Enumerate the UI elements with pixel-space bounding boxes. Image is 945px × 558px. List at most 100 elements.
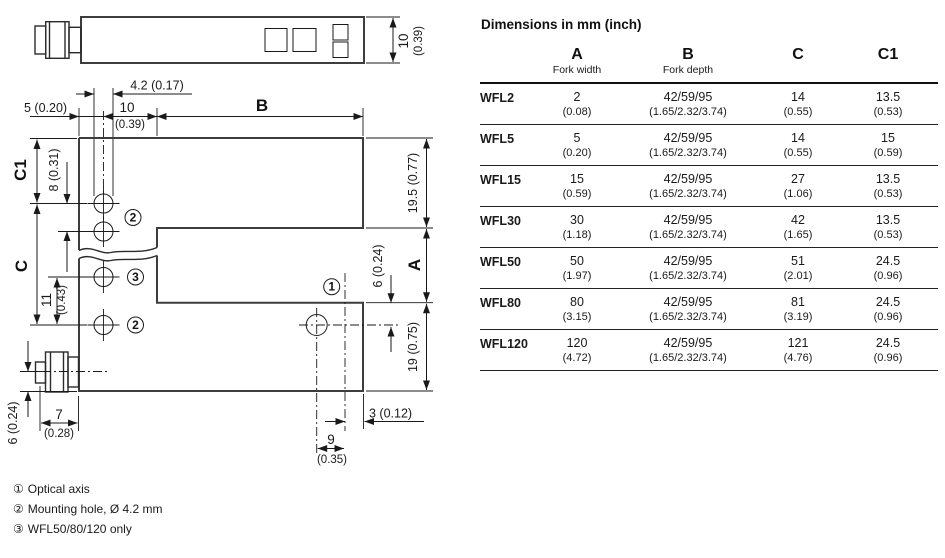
table-row: WFL50 50(1.97) 42/59/95(1.65/2.32/3.74) …	[480, 247, 938, 289]
cell-mm: 14	[791, 131, 805, 145]
dim-connector-len-in: (0.28)	[44, 428, 74, 440]
table-title: Dimensions in mm (inch)	[481, 17, 642, 32]
cell-inch: (1.97)	[562, 270, 592, 282]
dimensions-table: A Fork width B Fork depth C C1 WF	[480, 46, 938, 371]
dim-edge-offset: 5 (0.20)	[24, 101, 67, 115]
cell-mm: 50	[570, 254, 584, 268]
cell-inch: (0.55)	[783, 106, 813, 118]
cell-mm: 14	[791, 90, 805, 104]
cell-mm: 120	[566, 336, 588, 350]
cell-mm: 13.5	[875, 90, 901, 104]
row-model: WFL15	[480, 165, 536, 207]
axis-lines	[25, 273, 398, 455]
cell-a: 50 (1.97)	[536, 247, 618, 289]
cell-mm: 51	[791, 254, 805, 268]
cell-b: 42/59/95(1.65/2.32/3.74)	[618, 165, 758, 207]
cell-c1: 24.5(0.96)	[838, 329, 938, 371]
cell-c: 27(1.06)	[758, 165, 838, 207]
row-model: WFL80	[480, 288, 536, 330]
cell-inch: (0.53)	[873, 229, 903, 241]
dim-connector-len-mm: 7	[55, 407, 63, 422]
cell-a: 2 (0.08)	[536, 83, 618, 125]
table-row: WFL30 30(1.18) 42/59/95(1.65/2.32/3.74) …	[480, 206, 938, 248]
upper-dimensions: 4.2 (0.17) 5 (0.20) 10 (0.39) B	[24, 79, 364, 196]
dim-housing-height-mm: 10	[396, 33, 411, 48]
cell-c: 81(3.19)	[758, 288, 838, 330]
connector-side	[34, 21, 82, 59]
cell-c1: 15(0.59)	[838, 124, 938, 166]
cell-b: 42/59/95(1.65/2.32/3.74)	[618, 83, 758, 125]
cell-inch: (1.65/2.32/3.74)	[649, 147, 727, 159]
callout-2-upper: 2	[130, 211, 137, 225]
cell-inch: (0.20)	[562, 147, 592, 159]
cell-inch: (1.65/2.32/3.74)	[649, 106, 727, 118]
dimension-drawing: 10 (0.39) 4.2 (0.17) 5 (0.20) 10 (0.39) …	[6, 16, 433, 466]
table-row: WFL80 80(3.15) 42/59/95(1.65/2.32/3.74) …	[480, 288, 938, 330]
cell-b: 42/59/95(1.65/2.32/3.74)	[618, 329, 758, 371]
table-row: WFL2 2(0.08) 42/59/95(1.65/2.32/3.74) 14…	[480, 83, 938, 125]
bottom-dimensions: 3 (0.12) 9 (0.35)	[317, 394, 424, 466]
cell-inch: (1.65/2.32/3.74)	[649, 270, 727, 282]
cell-mm: 42	[791, 213, 805, 227]
table-header-row: A Fork width B Fork depth C C1	[480, 46, 938, 84]
header-c1-sub	[838, 64, 938, 77]
cell-mm: 24.5	[875, 254, 901, 268]
row-model: WFL50	[480, 247, 536, 289]
cell-mm: 15	[881, 131, 895, 145]
footnote-1-marker: ①	[13, 482, 24, 496]
header-c1-label: C1	[877, 46, 899, 63]
table-row: WFL5 5(0.20) 42/59/95(1.65/2.32/3.74) 14…	[480, 124, 938, 166]
cell-a: 15 (0.59)	[536, 165, 618, 207]
dim-connector-offset: 6 (0.24)	[6, 401, 20, 444]
cell-inch: (1.65/2.32/3.74)	[649, 229, 727, 241]
left-dimensions: C1 C 8 (0.31) 11 (0.43) 6 (0.24) 7 (0.28…	[6, 138, 88, 445]
cell-b: 42/59/95(1.65/2.32/3.74)	[618, 288, 758, 330]
dim-axis-spacing-mm: 9	[327, 432, 335, 447]
header-col-a: A Fork width	[536, 46, 618, 84]
cell-mm: 2	[573, 90, 581, 104]
cell-c: 14 (0.55)	[758, 83, 838, 125]
cell-c1: 13.5 (0.53)	[838, 206, 938, 248]
cell-inch: (0.59)	[562, 188, 592, 200]
cell-mm: 13.5	[875, 172, 901, 186]
cell-inch: (0.96)	[873, 270, 903, 282]
callouts: 2 3 2 1	[124, 209, 341, 334]
row-model: WFL120	[480, 329, 536, 371]
mounting-holes	[87, 187, 120, 341]
cell-mm: 27	[791, 172, 805, 186]
header-a-sub: Fork width	[552, 64, 602, 76]
cell-mm: 42/59/95	[663, 295, 713, 309]
callout-2-lower: 2	[132, 318, 139, 332]
cell-inch: (0.55)	[783, 147, 813, 159]
cell-c: 42(1.65)	[758, 206, 838, 248]
cell-inch: (0.08)	[562, 106, 592, 118]
dim-arm-height: 19.5 (0.77)	[406, 153, 420, 213]
cell-mm: 5	[573, 131, 581, 145]
dim-hole-to-slot-mm: 10	[119, 100, 134, 115]
dim-fork-depth-label: B	[256, 96, 268, 115]
cell-mm: 81	[791, 295, 805, 309]
cell-inch: (1.65/2.32/3.74)	[649, 352, 727, 364]
cell-mm: 42/59/95	[663, 172, 713, 186]
cell-inch: (2.01)	[783, 270, 813, 282]
cell-mm: 42/59/95	[663, 131, 713, 145]
header-col-c1: C1	[838, 46, 938, 84]
cell-mm: 15	[570, 172, 584, 186]
cell-inch: (4.76)	[783, 352, 813, 364]
cell-inch: (1.18)	[562, 229, 592, 241]
dim-housing-height: 10 (0.39)	[366, 16, 425, 64]
dim-c1-label: C1	[11, 159, 30, 181]
cell-inch: (3.15)	[562, 311, 592, 323]
header-col-c: C	[758, 46, 838, 84]
cell-a: 5 (0.20)	[536, 124, 618, 166]
cell-b: 42/59/95 (1.65/2.32/3.74)	[618, 124, 758, 166]
cell-mm: 121	[787, 336, 809, 350]
cell-mm: 13.5	[875, 213, 901, 227]
header-b-sub: Fork depth	[662, 64, 714, 76]
cell-inch: (4.72)	[562, 352, 592, 364]
dim-axis-edge: 3 (0.12)	[369, 407, 412, 421]
front-view	[34, 137, 364, 393]
